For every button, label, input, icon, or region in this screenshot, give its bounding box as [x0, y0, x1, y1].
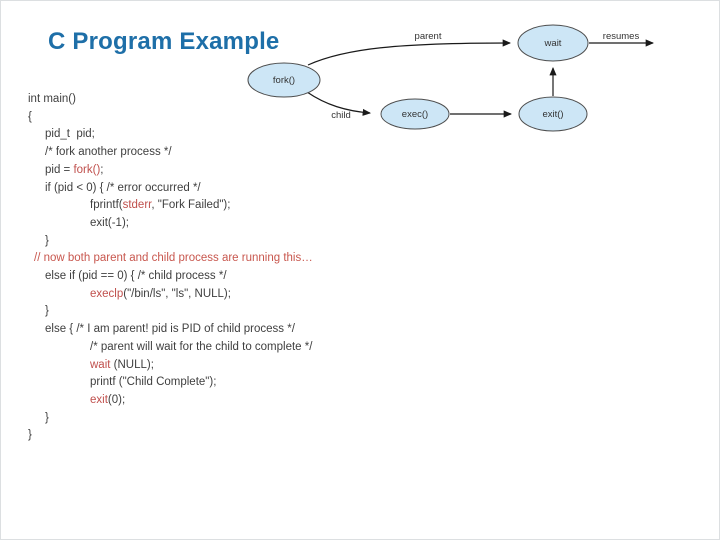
- code-line: /* fork another process */: [45, 146, 172, 159]
- fork-node-label: fork(): [273, 75, 295, 86]
- code-block: int main() { pid_t pid; /* fork another pro…: [28, 91, 313, 445]
- edge-label-parent: parent: [415, 31, 442, 42]
- exit-node-label: exit(): [542, 109, 563, 120]
- code-line: wait (NULL);: [90, 358, 154, 371]
- edge-fork-to-wait: [307, 39, 512, 66]
- code-line: }: [45, 234, 49, 247]
- code-line: }: [28, 429, 32, 442]
- exec-node-label: exec(): [402, 109, 428, 120]
- code-line: exit(-1);: [90, 216, 129, 229]
- code-line: if (pid < 0) { /* error occurred */: [45, 181, 201, 194]
- code-line: exit(0);: [90, 393, 126, 406]
- process-diagram: parent child resumes fork() wait exec() …: [247, 24, 655, 132]
- edge-fork-to-exec: [306, 91, 372, 116]
- code-line: pid_t pid;: [45, 128, 95, 141]
- code-line: /* parent will wait for the child to com…: [90, 340, 313, 353]
- code-line: int main(): [28, 93, 76, 105]
- wait-node: wait: [517, 24, 589, 62]
- fork-node: fork(): [247, 62, 321, 98]
- code-line: {: [28, 110, 32, 123]
- code-line: execlp("/bin/ls", "ls", NULL);: [90, 287, 231, 300]
- wait-node-label: wait: [544, 38, 562, 49]
- code-line: }: [45, 305, 49, 318]
- edge-label-child: child: [331, 110, 351, 121]
- code-line: printf ("Child Complete");: [90, 376, 217, 389]
- code-line: else if (pid == 0) { /* child process */: [45, 270, 227, 283]
- code-line: fprintf(stderr, "Fork Failed");: [90, 199, 231, 212]
- edge-label-resumes: resumes: [603, 31, 640, 42]
- page-title: C Program Example: [48, 28, 280, 55]
- code-line: }: [45, 411, 49, 424]
- exit-node: exit(): [518, 96, 588, 132]
- exec-node: exec(): [380, 98, 450, 130]
- code-line: pid = fork();: [45, 163, 104, 176]
- code-line: else { /* I am parent! pid is PID of chi…: [45, 323, 295, 336]
- code-line: // now both parent and child process are…: [34, 252, 313, 265]
